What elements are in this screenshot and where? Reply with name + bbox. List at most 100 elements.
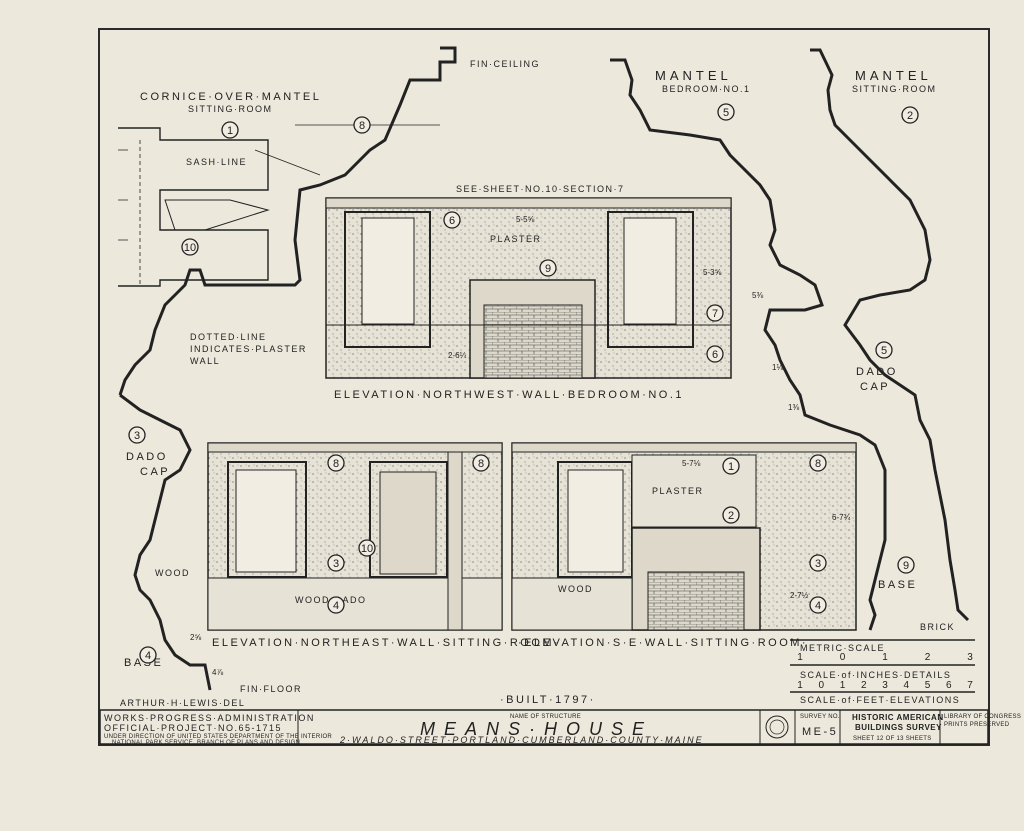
dim-mantel-2: 1⅛ <box>772 363 783 372</box>
dado-base-profile <box>119 393 212 691</box>
dotted-line-note-3: WALL <box>190 356 220 366</box>
dim-mantel-1: 5⅜ <box>752 291 763 300</box>
callout-8: 8 <box>472 454 490 472</box>
svg-text:10: 10 <box>184 242 196 254</box>
scale-tick-label: 3 <box>882 680 888 691</box>
scale-tick-label: 7 <box>967 680 973 691</box>
wpa-line-2: OFFICIAL·PROJECT·NO.65-1715 <box>104 723 282 733</box>
callout-8: 8 <box>353 116 371 134</box>
mantel-sitting-title: MANTEL <box>855 68 932 83</box>
dado-cap-right-2: CAP <box>860 381 890 393</box>
dim-se-dado: 2-7½ <box>790 591 809 600</box>
callout-8: 8 <box>327 454 345 472</box>
scale-tick-label: 0 <box>840 652 846 663</box>
cornice-subtitle: SITTING·ROOM <box>188 104 273 114</box>
scale-tick-label: 0 <box>818 680 824 691</box>
dim-nw-width: 5-5⅝ <box>516 215 535 224</box>
svg-text:4: 4 <box>815 600 821 612</box>
callout-4: 4 <box>139 646 157 664</box>
svg-text:8: 8 <box>359 120 365 132</box>
metric-scale-title: METRIC·SCALE <box>800 643 885 653</box>
dim-nw-dado: 2-6¼ <box>448 351 467 360</box>
scale-tick-label: 6 <box>946 680 952 691</box>
dim-mantel-3: 1⅜ <box>788 403 799 412</box>
callout-4: 4 <box>809 596 827 614</box>
mantel-sitting-profile <box>810 48 970 622</box>
fin-ceiling-label: FIN·CEILING <box>470 59 540 69</box>
svg-text:1: 1 <box>728 461 734 473</box>
structure-address: 2·WALDO·STREET·PORTLAND·CUMBERLAND·COUNT… <box>339 735 704 745</box>
svg-text:5: 5 <box>881 345 887 357</box>
callout-9: 9 <box>539 259 557 277</box>
plaster-label-se: PLASTER <box>652 486 704 496</box>
dado-cap-right-1: DADO <box>856 366 898 378</box>
plaster-label-nw: PLASTER <box>490 234 542 244</box>
wpa-line-3: UNDER DIRECTION OF UNITED STATES DEPARTM… <box>104 734 332 740</box>
elevation-nw-title: ELEVATION·NORTHWEST·WALL·BEDROOM·NO.1 <box>334 389 684 401</box>
svg-text:8: 8 <box>333 458 339 470</box>
dim-base-1: 2⅝ <box>190 633 201 642</box>
callout-2: 2 <box>901 106 919 124</box>
svg-text:3: 3 <box>134 430 140 442</box>
scale-tick-label: 3 <box>967 652 973 663</box>
scale-tick-label: 1 <box>797 652 803 663</box>
see-sheet-note: SEE·SHEET·NO.10·SECTION·7 <box>456 184 625 194</box>
callout-10: 10 <box>358 539 376 557</box>
scale-tick-label: 1 <box>840 680 846 691</box>
callout-6: 6 <box>706 345 724 363</box>
survey-number: ME-5 <box>802 726 838 738</box>
base-right-label: BASE <box>878 579 917 591</box>
svg-text:5: 5 <box>723 107 729 119</box>
callout-7: 7 <box>706 304 724 322</box>
cornice-profile <box>118 46 457 396</box>
name-of-structure-label: NAME OF STRUCTURE <box>510 714 581 720</box>
svg-text:6: 6 <box>712 349 718 361</box>
scale-bars <box>790 639 975 693</box>
callout-1: 1 <box>221 121 239 139</box>
feet-scale-title: SCALE·of·FEET·ELEVATIONS <box>800 695 960 705</box>
svg-text:4: 4 <box>333 600 339 612</box>
library-line-1: LIBRARY OF CONGRESS <box>944 714 1021 720</box>
svg-text:9: 9 <box>545 263 551 275</box>
drawing-border <box>98 28 990 746</box>
callout-3: 3 <box>327 554 345 572</box>
svg-text:9: 9 <box>903 560 909 572</box>
svg-text:10: 10 <box>361 543 373 555</box>
callout-1: 1 <box>722 457 740 475</box>
structure-name: MEANS·HOUSE <box>420 719 653 739</box>
svg-text:2: 2 <box>728 510 734 522</box>
callout-2: 2 <box>722 506 740 524</box>
callout-3: 3 <box>809 554 827 572</box>
mantel-bedroom-profile <box>610 58 887 631</box>
dim-se-width: 5-7⅛ <box>682 459 701 468</box>
dotted-line-note-2: INDICATES·PLASTER <box>190 344 307 354</box>
scale-tick-label: 2 <box>861 680 867 691</box>
callout-10: 10 <box>181 238 199 256</box>
scale-tick-label: 1 <box>882 652 888 663</box>
brick-label: BRICK <box>920 622 955 632</box>
library-line-2: PRINTS PRESERVED <box>944 722 1010 728</box>
title-block <box>99 709 989 745</box>
svg-text:4: 4 <box>145 650 151 662</box>
callout-5: 5 <box>875 341 893 359</box>
svg-text:6: 6 <box>449 215 455 227</box>
svg-text:1: 1 <box>227 125 233 137</box>
scale-tick-label: 5 <box>925 680 931 691</box>
svg-text:3: 3 <box>333 558 339 570</box>
svg-text:3: 3 <box>815 558 821 570</box>
svg-text:8: 8 <box>478 458 484 470</box>
delineator: ARTHUR·H·LEWIS·DEL <box>120 698 245 708</box>
svg-text:8: 8 <box>815 458 821 470</box>
callout-4: 4 <box>327 596 345 614</box>
callout-3: 3 <box>128 426 146 444</box>
dado-cap-left-2: CAP <box>140 466 170 478</box>
wood-label: WOOD <box>155 568 190 578</box>
elevation-ne-title: ELEVATION·NORTHEAST·WALL·SITTING·ROOM· <box>212 637 560 649</box>
mantel-bedroom-title: MANTEL <box>655 68 732 83</box>
svg-text:7: 7 <box>712 308 718 320</box>
survey-no-label: SURVEY NO. <box>800 714 840 720</box>
